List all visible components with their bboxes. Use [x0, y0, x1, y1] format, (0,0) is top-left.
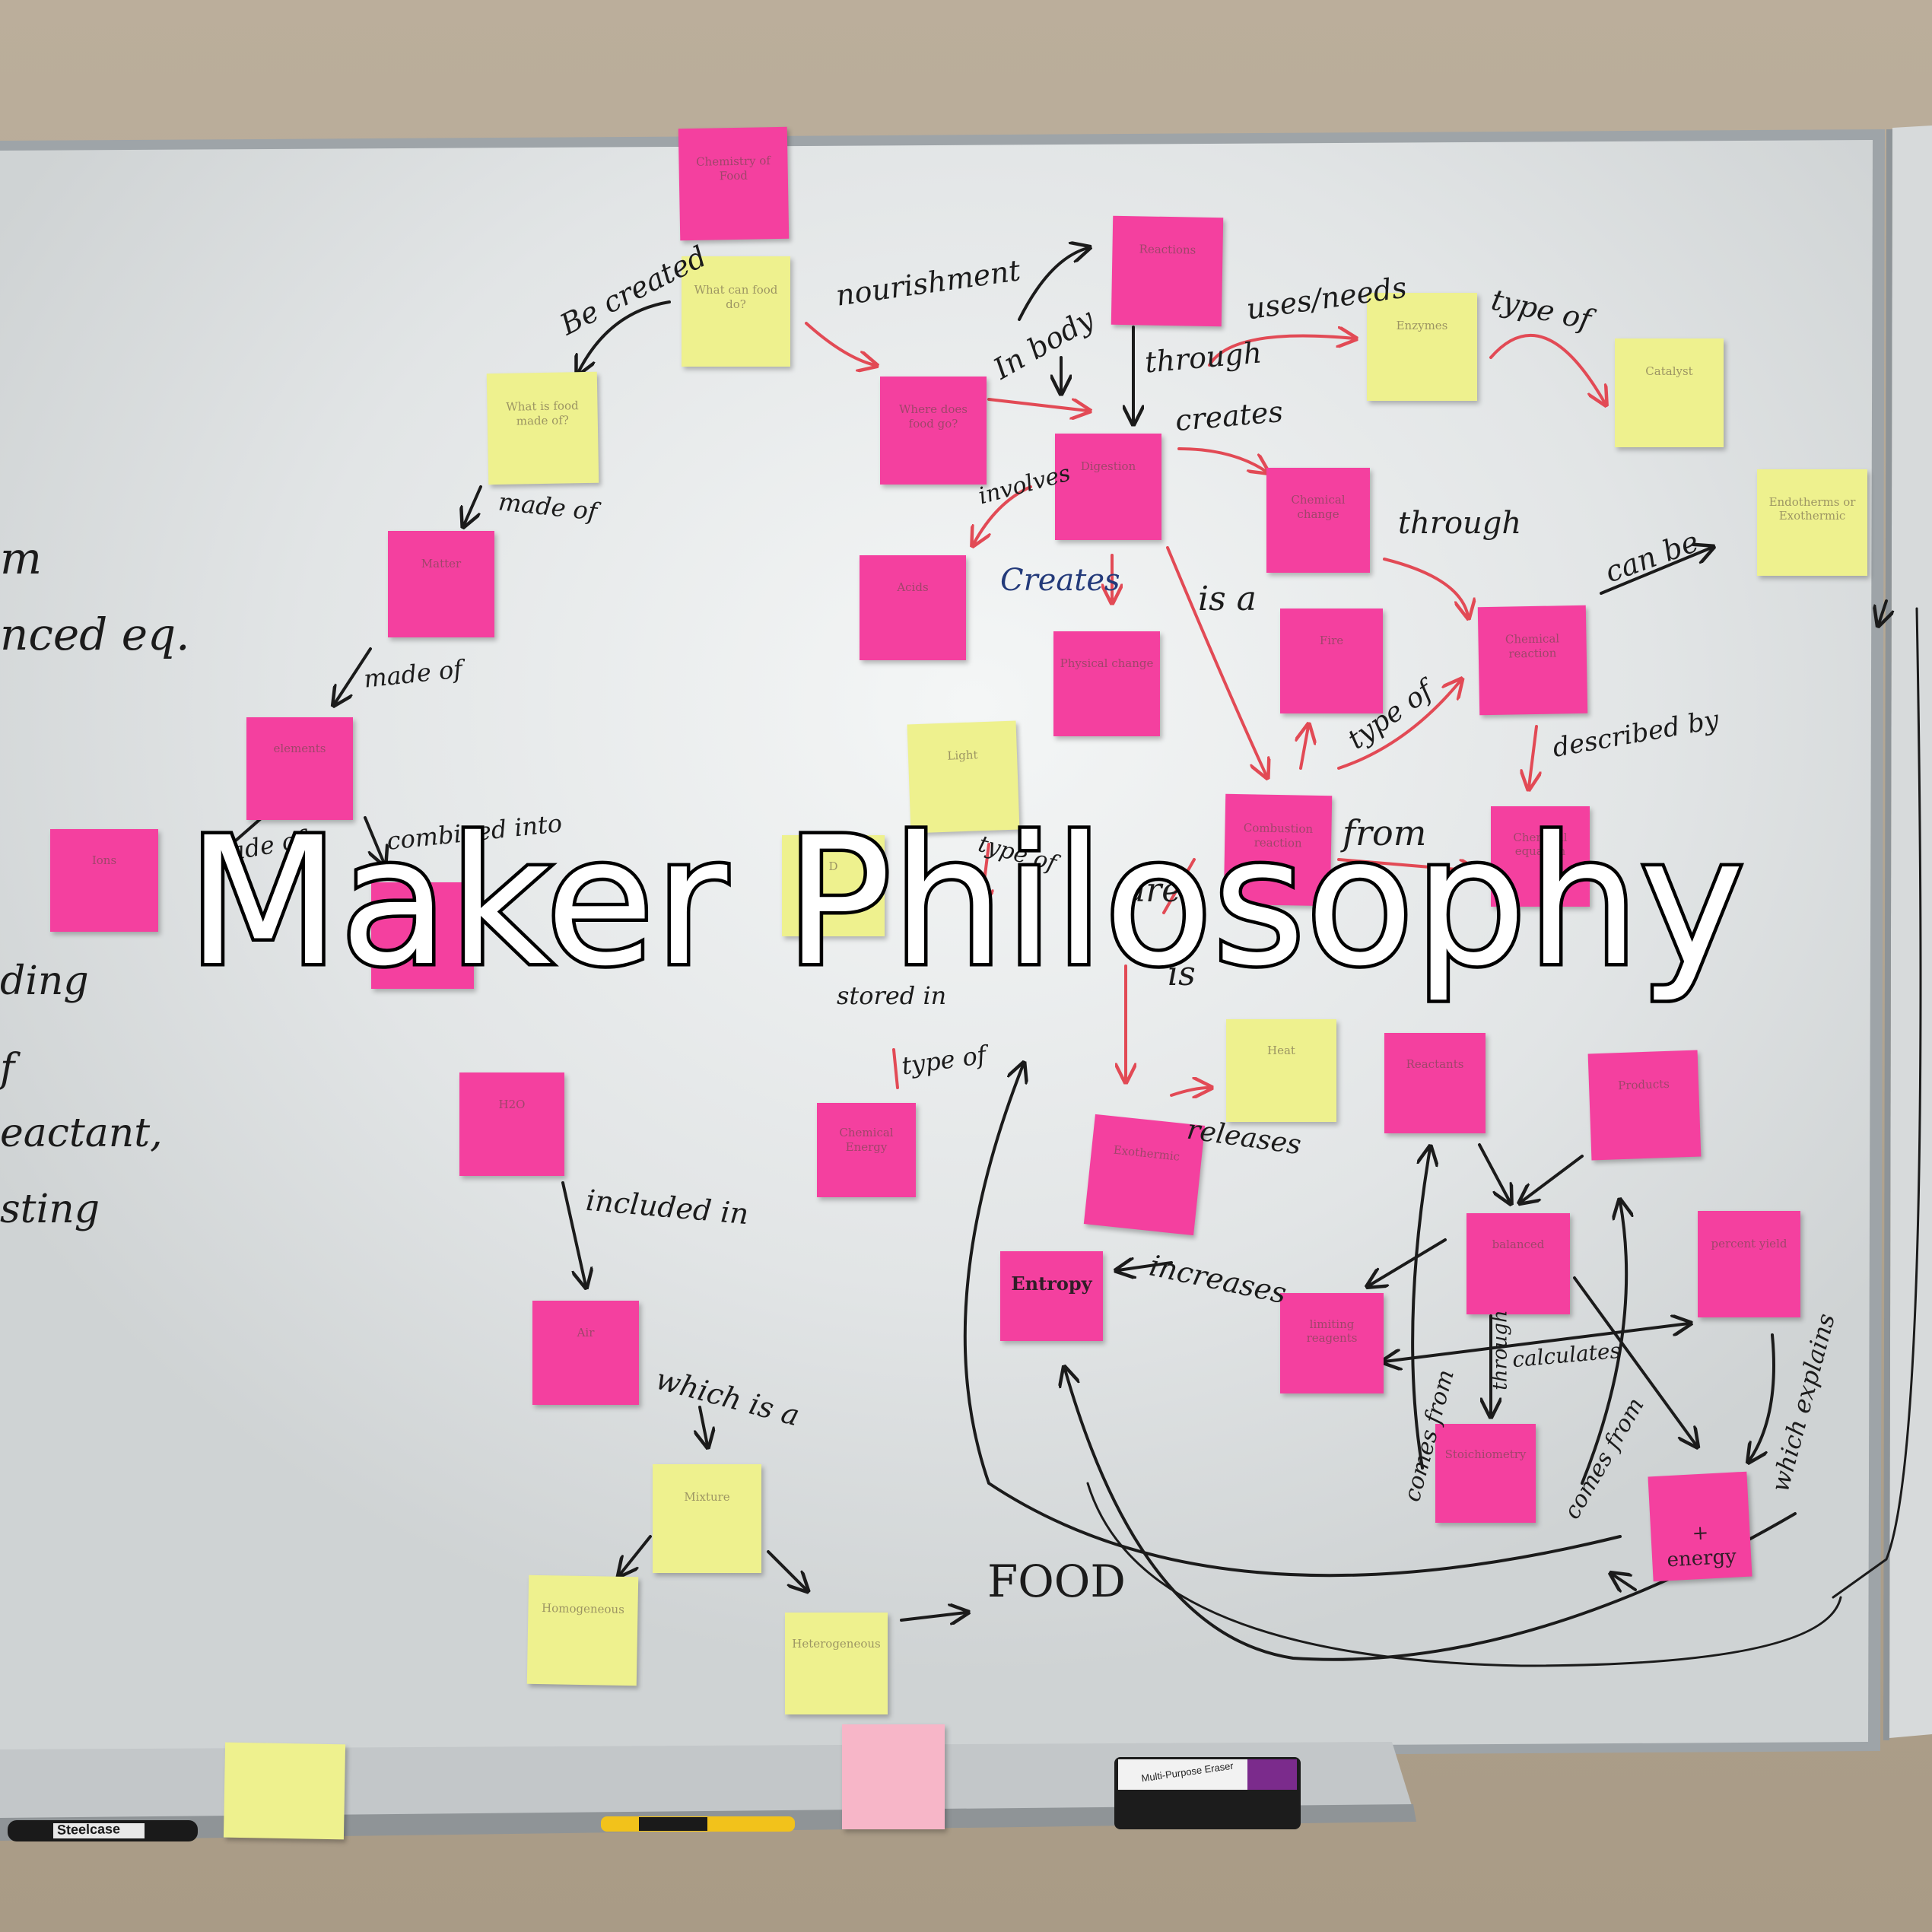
note-text: Heterogeneous: [792, 1637, 881, 1651]
note-text: Enzymes: [1396, 319, 1448, 333]
note-text: Chemical change: [1291, 493, 1346, 521]
note-text: percent yield: [1711, 1236, 1787, 1250]
note-percent-yield[interactable]: percent yield: [1698, 1211, 1800, 1317]
note-text: Reactions: [1139, 242, 1196, 257]
note-acids[interactable]: Acids: [860, 555, 966, 660]
note-heterogeneous[interactable]: Heterogeneous: [785, 1613, 888, 1714]
note-text: Air: [577, 1325, 595, 1339]
note-fire[interactable]: Fire: [1280, 609, 1383, 713]
note-text: D: [828, 859, 838, 873]
note-text: limiting reagents: [1306, 1317, 1358, 1346]
note-digestion[interactable]: Digestion: [1055, 434, 1161, 540]
note-balanced[interactable]: balanced: [1466, 1213, 1570, 1314]
label-left-f: f: [0, 1046, 15, 1092]
right-whiteboard: [1889, 126, 1932, 1738]
note-energy[interactable]: + energy: [1648, 1471, 1752, 1582]
note-compound[interactable]: [371, 882, 474, 989]
note-text: Endotherms or Exothermic: [1768, 494, 1856, 523]
note-reactants[interactable]: Reactants: [1384, 1033, 1486, 1133]
note-d[interactable]: D: [782, 835, 885, 936]
label-food: FOOD: [987, 1555, 1126, 1607]
note-entropy-text: Entropy: [1011, 1273, 1092, 1295]
label-through-2: through: [1398, 506, 1522, 541]
note-text: H2O: [498, 1097, 526, 1111]
label-is: is: [1168, 955, 1196, 993]
marker-tray: [0, 1742, 1413, 1826]
note-text: Mixture: [684, 1490, 730, 1505]
note-text: Ions: [91, 853, 117, 868]
note-endothermic[interactable]: Endotherms or Exothermic: [1757, 469, 1867, 576]
note-catalyst[interactable]: Catalyst: [1615, 338, 1724, 447]
note-text: Chemical Energy: [839, 1125, 894, 1154]
overlay-title: Maker Philosophy: [183, 799, 1748, 1005]
label-from: from: [1343, 812, 1427, 853]
note-text: [232, 1765, 338, 1767]
note-text: Acids: [897, 580, 929, 595]
note-physical-change[interactable]: Physical change: [1053, 631, 1160, 736]
note-text: Reactants: [1406, 1057, 1464, 1071]
note-text: Heat: [1267, 1044, 1295, 1058]
note-text: Products: [1617, 1076, 1670, 1092]
note-elements[interactable]: elements: [246, 717, 353, 820]
note-homogeneous[interactable]: Homogeneous: [526, 1575, 639, 1686]
note-text: Catalyst: [1645, 364, 1693, 379]
note-energy-text: + energy: [1666, 1521, 1737, 1571]
tray-pink-note-pad[interactable]: [842, 1724, 945, 1829]
note-what-can-food-do[interactable]: What can food do?: [682, 256, 790, 367]
note-text: Exothermic: [1112, 1142, 1180, 1164]
note-text: What can food do?: [694, 282, 778, 311]
note-matter[interactable]: Matter: [388, 531, 494, 637]
note-what-is-food-made-of[interactable]: What is food made of?: [486, 371, 599, 485]
label-stored-in: stored in: [837, 981, 947, 1010]
note-chemical-energy[interactable]: Chemical Energy: [817, 1103, 916, 1197]
note-products[interactable]: Products: [1587, 1050, 1702, 1161]
note-text: Stoichiometry: [1444, 1447, 1527, 1462]
note-text: Fire: [1319, 634, 1344, 648]
note-where-does-food-go[interactable]: Where does food go?: [880, 377, 987, 485]
note-text: elements: [273, 742, 326, 756]
label-left-ding: ding: [0, 958, 89, 1004]
note-text: balanced: [1492, 1237, 1545, 1251]
eraser: [1114, 1757, 1301, 1829]
marker-brand-label: Steelcase: [56, 1821, 121, 1838]
note-text: Homogeneous: [541, 1601, 625, 1617]
note-text: Digestion: [1080, 459, 1136, 473]
note-enzymes[interactable]: Enzymes: [1367, 293, 1477, 401]
note-text: Chemistry of Food: [695, 154, 771, 183]
note-text: What is food made of?: [506, 399, 579, 428]
note-chemical-reaction[interactable]: Chemical reaction: [1477, 605, 1588, 716]
label-left-reactant: eactant,: [0, 1111, 163, 1156]
label-left-balanced-eq: nced eq.: [0, 609, 190, 660]
label-through-3: through: [1489, 1310, 1512, 1390]
note-text: Light: [947, 748, 978, 764]
note-mixture[interactable]: Mixture: [653, 1464, 761, 1573]
note-text: Chemical equation: [1513, 830, 1568, 859]
note-text: Where does food go?: [899, 402, 968, 431]
label-is-a: is a: [1198, 580, 1257, 618]
note-air[interactable]: Air: [532, 1301, 639, 1405]
label-left-m: m: [0, 532, 42, 584]
note-stoichiometry[interactable]: Stoichiometry: [1435, 1424, 1536, 1523]
note-text: Matter: [421, 556, 462, 570]
tray-yellow-note-pad[interactable]: [223, 1742, 346, 1840]
note-limiting-reagents[interactable]: limiting reagents: [1280, 1293, 1384, 1393]
note-ions[interactable]: Ions: [50, 829, 158, 932]
note-chemical-equation[interactable]: Chemical equation: [1491, 806, 1590, 907]
note-heat[interactable]: Heat: [1226, 1019, 1336, 1122]
note-text: Chemical reaction: [1505, 631, 1560, 661]
label-are: are: [1126, 871, 1182, 910]
label-left-sting: sting: [0, 1187, 100, 1232]
label-creates-2: Creates: [1000, 563, 1120, 598]
note-text: Physical change: [1060, 656, 1154, 671]
note-reactions[interactable]: Reactions: [1111, 215, 1224, 327]
note-chemistry-of-food[interactable]: Chemistry of Food: [678, 126, 790, 241]
note-h2o[interactable]: H2O: [459, 1072, 564, 1176]
note-chemical-change[interactable]: Chemical change: [1266, 468, 1370, 573]
note-entropy[interactable]: Entropy: [1000, 1251, 1103, 1341]
